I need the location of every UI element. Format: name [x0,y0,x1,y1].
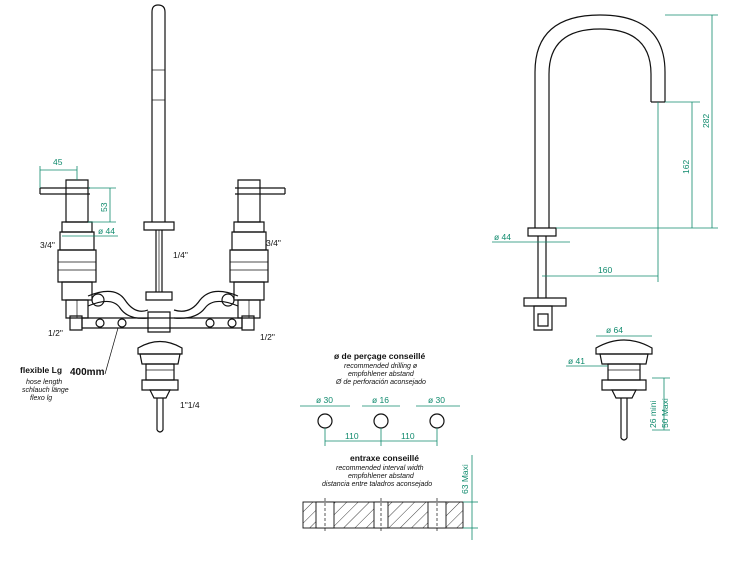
interval-title: entraxe conseillé [350,453,419,463]
right-connector [173,290,239,312]
hose-title: flexible Lg [20,365,62,375]
dim-spout-height: 282 [701,114,711,128]
interval-line-1: recommended interval width [336,465,424,472]
dim-drain-range-max: 50 Maxi [660,398,670,428]
dim-handle-height: 53 [99,202,109,212]
dim-drain-range: 26 mini [648,400,658,428]
hose-line-1: hose length [26,379,62,386]
dim-body-dia: ø 44 [98,226,115,236]
thread-left-hose: 1/2" [48,328,63,338]
interval-line-3: distancia entre taladros aconsejado [322,481,432,488]
drilling-section: ø de perçage conseillé recommended drill… [300,351,478,540]
hole-right [429,413,445,429]
hose-length: 400mm [70,367,105,378]
drilling-title: ø de perçage conseillé [334,351,425,361]
drilling-line-2: empfohlener abstand [348,371,415,378]
side-drain [595,339,653,441]
dim-hole-middle: ø 16 [372,395,389,405]
dim-drain-top: ø 64 [606,325,623,335]
dim-drain-body: ø 41 [568,356,585,366]
spout-arc [534,14,666,228]
dim-counter-max: 63 Maxi [460,464,470,494]
dim-hole-left: ø 30 [316,395,333,405]
thread-right-hose: 1/2" [260,332,275,342]
dim-spout-base-dia: ø 44 [494,232,511,242]
thread-spout: 1/4" [173,250,188,260]
dim-spout-reach: 160 [598,265,612,275]
hole-middle [373,413,389,429]
front-view: 45 53 ø 44 3/4" 3/4" 1/4" 1/2" 1/2" 1"1/… [20,4,286,433]
dim-hole-right: ø 30 [428,395,445,405]
drilling-line-3: Ø de perforación aconsejado [335,379,426,386]
interval-line-2: empfohlener abstand [348,473,415,480]
hose-line-2: schlauch länge [22,387,69,394]
dim-spacing-right: 110 [401,431,415,441]
thread-right-handle: 3/4" [266,238,281,248]
drilling-line-1: recommended drilling ø [344,363,418,370]
left-connector [87,290,149,312]
hole-left [317,413,333,429]
right-valve [229,179,286,319]
side-view: 282 162 160 ø 44 ø 64 ø 41 26 mini 50 Ma… [492,14,718,441]
front-drain [137,340,183,433]
spout-stem [151,4,166,222]
thread-drain: 1"1/4 [180,400,200,410]
hose-line-3: flexo lg [30,395,52,402]
dim-spout-inner: 162 [681,160,691,174]
thread-left-handle: 3/4" [40,240,55,250]
dim-handle-width: 45 [53,157,63,167]
dim-spacing-left: 110 [345,431,359,441]
countertop-section [302,498,464,532]
